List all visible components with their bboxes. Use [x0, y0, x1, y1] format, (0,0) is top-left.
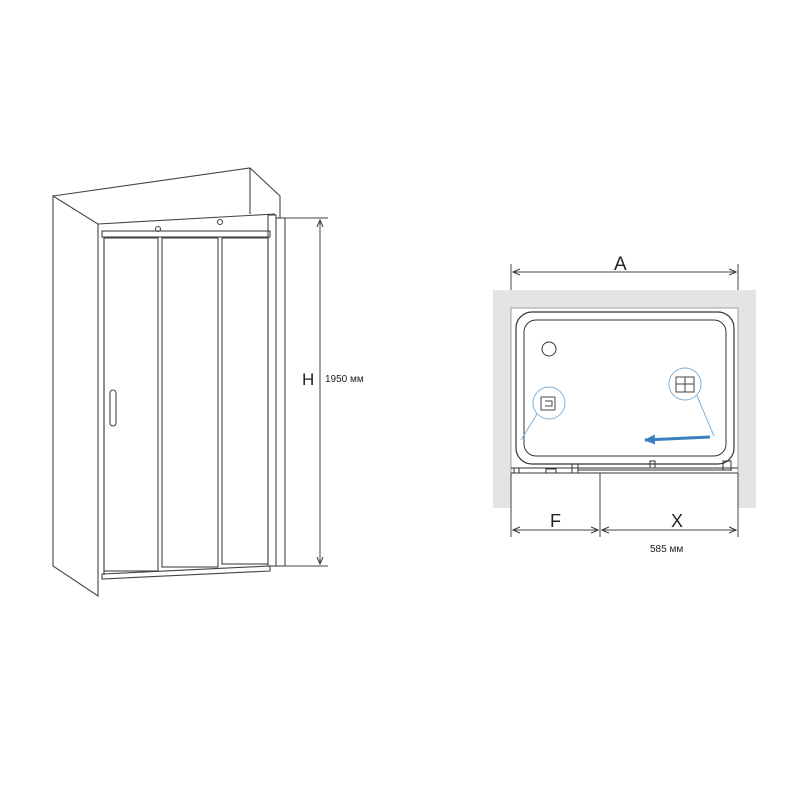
- bottom-rail: [101, 565, 271, 580]
- door-value: 585 мм: [650, 544, 683, 555]
- door-panel-left: [103, 237, 159, 572]
- back-wall: [493, 290, 756, 308]
- door-handle: [109, 389, 117, 427]
- height-dimension: [285, 217, 328, 567]
- drain-icon: [541, 341, 557, 357]
- width-letter: A: [614, 254, 627, 275]
- profile-detail-left: [520, 386, 566, 441]
- left-wall: [52, 195, 99, 598]
- door-profile-icon: [675, 376, 695, 393]
- wall-profile-icon: [540, 396, 556, 411]
- door-letter: X: [671, 511, 683, 531]
- left-side-wall: [493, 290, 511, 508]
- height-value: 1950 мм: [325, 374, 364, 385]
- top-back-edge: [52, 167, 281, 218]
- sliding-direction-arrow: [644, 434, 711, 445]
- right-side-wall: [738, 290, 756, 508]
- elevation-view: [52, 167, 286, 598]
- profile-detail-right: [668, 367, 715, 437]
- top-rail: [101, 230, 271, 238]
- door-rail-plan: [511, 460, 738, 474]
- door-panel-right: [221, 237, 269, 565]
- opening-letter: F: [550, 511, 561, 531]
- plan-view: A F X 585 мм: [493, 254, 756, 555]
- shower-tray-outer: [515, 311, 735, 465]
- height-letter: H: [302, 370, 314, 389]
- shower-tray-inner: [523, 319, 727, 457]
- door-panel-middle: [161, 237, 219, 568]
- right-wall-profile: [267, 214, 277, 567]
- back-wall-top: [97, 213, 276, 225]
